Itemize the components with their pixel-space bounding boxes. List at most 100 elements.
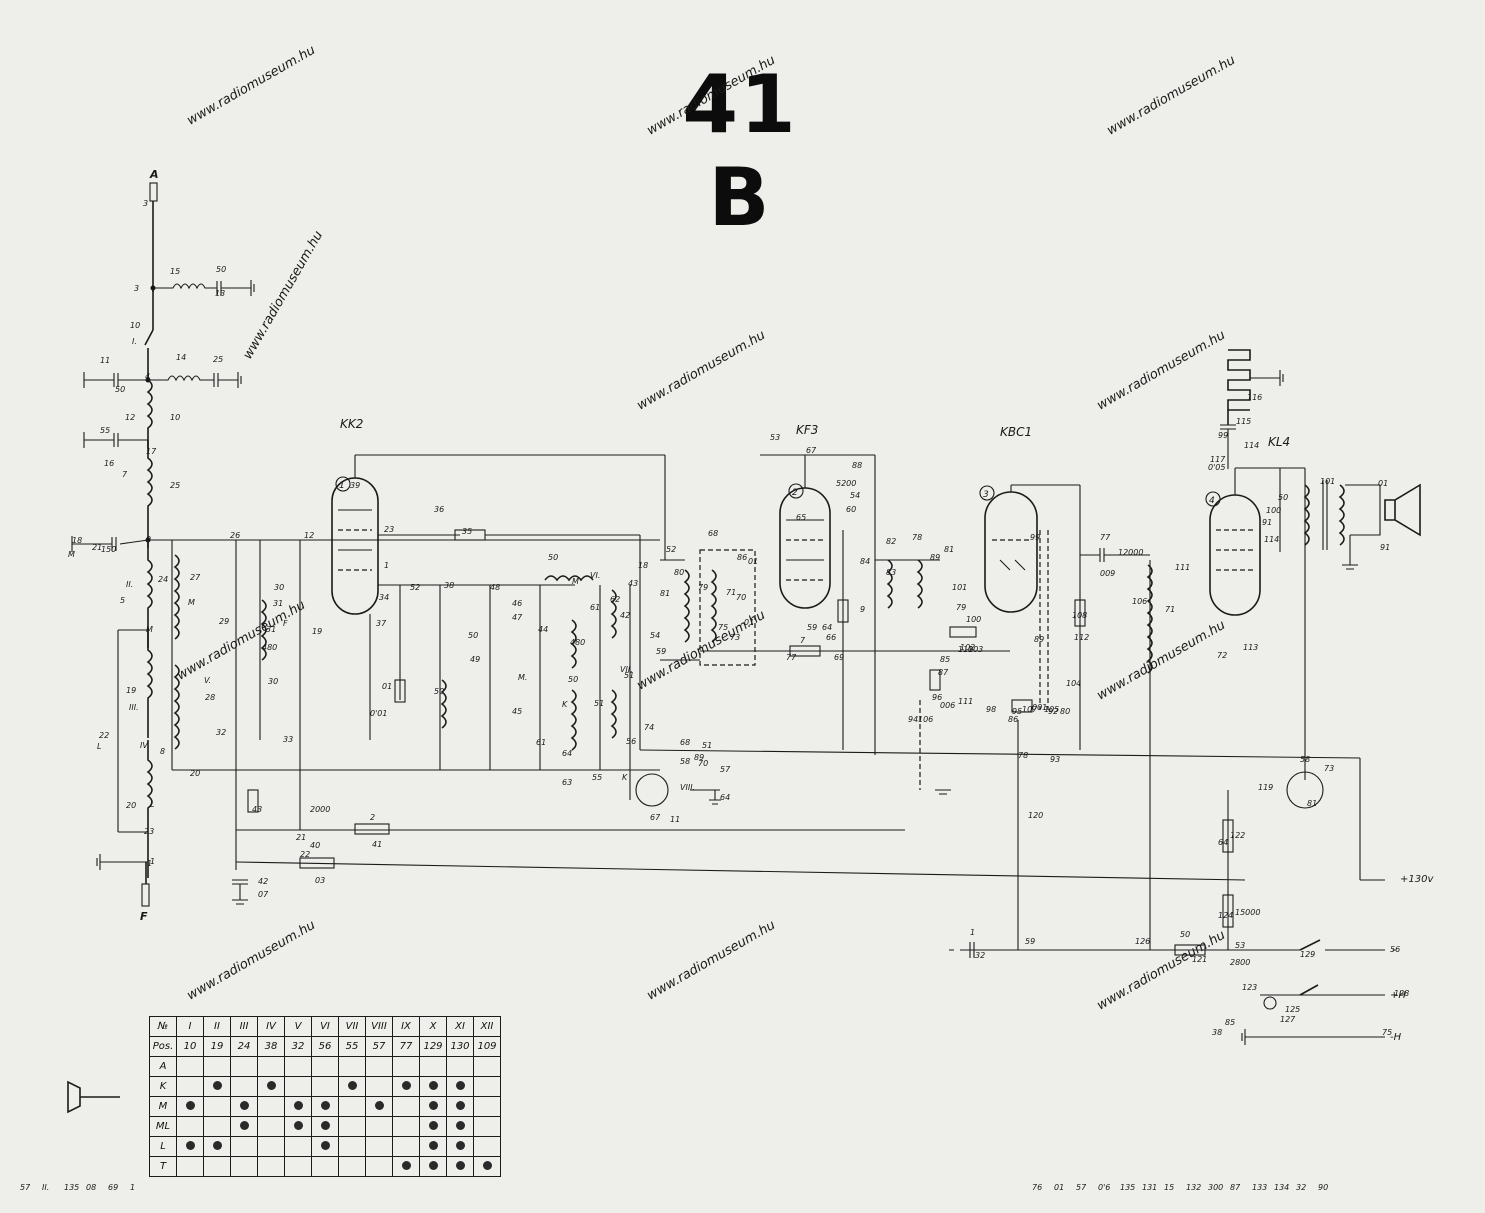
component-label: 58 (1300, 755, 1310, 764)
table-cell (257, 1156, 285, 1177)
table-cell: IX (392, 1016, 420, 1037)
component-label: 38 (1212, 1028, 1222, 1037)
table-row: ML (149, 1116, 501, 1137)
component-label: 30 (268, 677, 278, 686)
component-label: 1 (150, 857, 155, 866)
table-cell (392, 1136, 420, 1157)
component-label: 15 (1164, 1183, 1174, 1192)
component-label: 32 (1296, 1183, 1306, 1192)
component-label: M (188, 598, 195, 607)
component-label: 17 (146, 447, 157, 456)
component-label: 110 (958, 645, 973, 654)
table-cell (473, 1136, 501, 1157)
component-label: 51 (594, 699, 604, 708)
resistor-icon (247, 789, 259, 813)
table-cell: VI (311, 1016, 339, 1037)
component-label: 68 (708, 529, 718, 538)
component-label: 112 (1074, 633, 1089, 642)
component-label: 64 (562, 749, 572, 758)
antenna-input-section: A F (71, 168, 255, 923)
component-label: 103 (968, 645, 983, 654)
table-cell (203, 1076, 231, 1097)
component-label: 69 (108, 1183, 118, 1192)
component-label: 61 (590, 603, 600, 612)
component-label: 25 (170, 481, 180, 490)
component-label: 39 (350, 481, 360, 490)
component-label: 11 (100, 356, 110, 365)
component-label: 50 (115, 385, 125, 394)
component-label: V. (204, 676, 211, 685)
component-label: 99 (1030, 533, 1040, 542)
contact-dot-icon (212, 1080, 222, 1090)
component-label: 54 (650, 631, 660, 640)
potentiometer-icon (1011, 699, 1033, 713)
component-label: 150 (101, 545, 116, 554)
table-cell (473, 1096, 501, 1117)
earth-terminal-label: F (140, 910, 148, 923)
if-transformer-box (699, 549, 756, 666)
component-label: 85 (1225, 1018, 1235, 1027)
table-cell (338, 1116, 366, 1137)
component-label: 134 (1274, 1183, 1289, 1192)
component-label: 19 (312, 627, 322, 636)
component-label: 116 (1247, 393, 1262, 402)
rectifier-icon (1286, 771, 1324, 809)
table-cell: 38 (257, 1036, 285, 1057)
table-cell (284, 1116, 312, 1137)
component-label: 55 (592, 773, 602, 782)
component-label: 98 (986, 705, 996, 714)
component-label: 53 (770, 433, 780, 442)
table-cell (419, 1096, 447, 1117)
contact-dot-icon (428, 1120, 438, 1130)
component-label: 126 (1135, 937, 1150, 946)
earth-terminal-icon (141, 883, 150, 907)
component-label: 9 (860, 605, 865, 614)
table-cell: XII (473, 1016, 501, 1037)
resistor-icon (1222, 894, 1234, 928)
component-label: 125 (1285, 1005, 1300, 1014)
component-label: 42 (258, 877, 268, 886)
table-cell (257, 1116, 285, 1137)
component-label: 115 (1236, 417, 1251, 426)
component-label: 121 (1192, 955, 1207, 964)
table-row: M (149, 1096, 501, 1117)
table-row-label: T (149, 1156, 177, 1177)
component-label: 1 (130, 1183, 135, 1192)
component-label: 89 (1034, 635, 1044, 644)
component-label: VIII. (680, 783, 695, 792)
component-label: 34 (379, 593, 389, 602)
component-label: 67 (806, 446, 817, 455)
component-label: 12 (304, 531, 314, 540)
table-cell (284, 1136, 312, 1157)
resistor-icon (949, 626, 977, 638)
table-cell: 129 (419, 1036, 447, 1057)
component-label: VII. (620, 665, 633, 674)
component-label: 45 (512, 707, 522, 716)
component-label: 101 (1320, 477, 1335, 486)
table-cell (419, 1156, 447, 1177)
component-label: 23 (384, 525, 394, 534)
table-row: L (149, 1136, 501, 1157)
component-label: 31 (266, 625, 276, 634)
component-label: 89 (694, 753, 704, 762)
component-label: 33 (283, 735, 293, 744)
resistor-icon (394, 679, 406, 703)
table-cell (203, 1156, 231, 1177)
component-label: 105 (1044, 705, 1059, 714)
table-cell (365, 1156, 393, 1177)
component-label: 01 (744, 618, 754, 627)
table-cell (419, 1116, 447, 1137)
component-label: 82 (886, 537, 896, 546)
component-label: 90 (1318, 1183, 1328, 1192)
component-label: 21 (92, 543, 102, 552)
component-label: 28 (205, 693, 215, 702)
component-label: 2 (370, 813, 375, 822)
table-cell (176, 1076, 204, 1097)
table-cell (257, 1056, 285, 1077)
table-cell (365, 1136, 393, 1157)
component-label: 120 (1028, 811, 1043, 820)
component-label: 23 (144, 827, 154, 836)
component-label: 52 (410, 583, 420, 592)
table-cell (473, 1056, 501, 1077)
